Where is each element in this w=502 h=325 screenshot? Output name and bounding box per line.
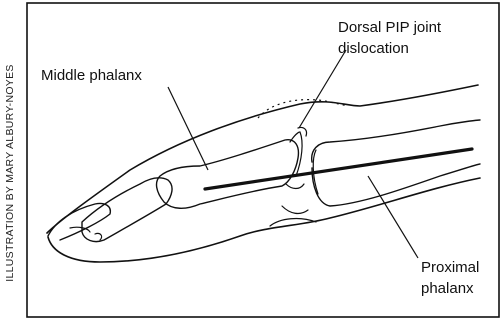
- label-proximal-line2: phalanx: [421, 280, 474, 297]
- middle-phalanx-bone: [157, 140, 299, 209]
- illustration-credit: ILLUSTRATION BY MARY ALBURY-NOYES: [4, 28, 16, 318]
- leader-middle-phalanx: [168, 87, 208, 170]
- label-proximal-line1: Proximal: [421, 259, 479, 276]
- label-dislocation-line2: dislocation: [338, 40, 409, 57]
- middle-phalanx-base-notch: [290, 132, 302, 176]
- distal-phalanx: [82, 178, 172, 242]
- leader-proximal-phalanx: [368, 176, 418, 258]
- label-middle-phalanx: Middle phalanx: [41, 67, 142, 84]
- finger-palmar-outline: [48, 178, 480, 262]
- fixation-wire: [205, 149, 472, 189]
- leader-dislocation: [299, 50, 346, 128]
- label-dislocation-line1: Dorsal PIP joint: [338, 19, 442, 36]
- proximal-phalanx-bone: [312, 120, 480, 206]
- joint-marks: [270, 184, 316, 226]
